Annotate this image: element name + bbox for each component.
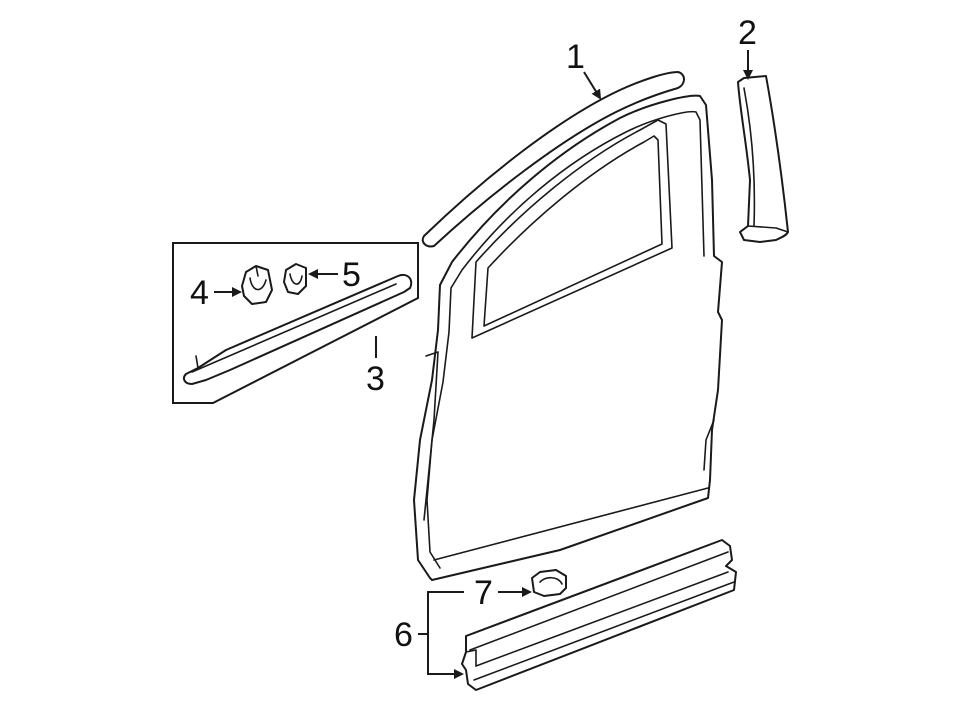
callout-5: 5: [342, 256, 361, 294]
part-3-side-molding: [183, 274, 413, 385]
detail-box: [172, 242, 419, 404]
part-7-grommet: [531, 569, 567, 597]
door-shell: [413, 94, 723, 581]
callouts: 1 2 3 4 5 6 7: [190, 14, 757, 654]
callout-6: 6: [394, 616, 413, 654]
callout-4: 4: [190, 274, 209, 312]
part-2-pillar-garnish: [737, 75, 789, 243]
part-1-frame-molding: [421, 71, 685, 248]
callout-1: 1: [566, 38, 585, 76]
callout-3: 3: [366, 360, 385, 398]
part-6-rocker-molding: [461, 539, 737, 691]
callout-7: 7: [474, 574, 493, 612]
part-4-clip: [241, 265, 273, 305]
callout-2: 2: [738, 14, 757, 52]
part-5-clip: [283, 263, 307, 295]
leader-lines: [214, 50, 753, 679]
